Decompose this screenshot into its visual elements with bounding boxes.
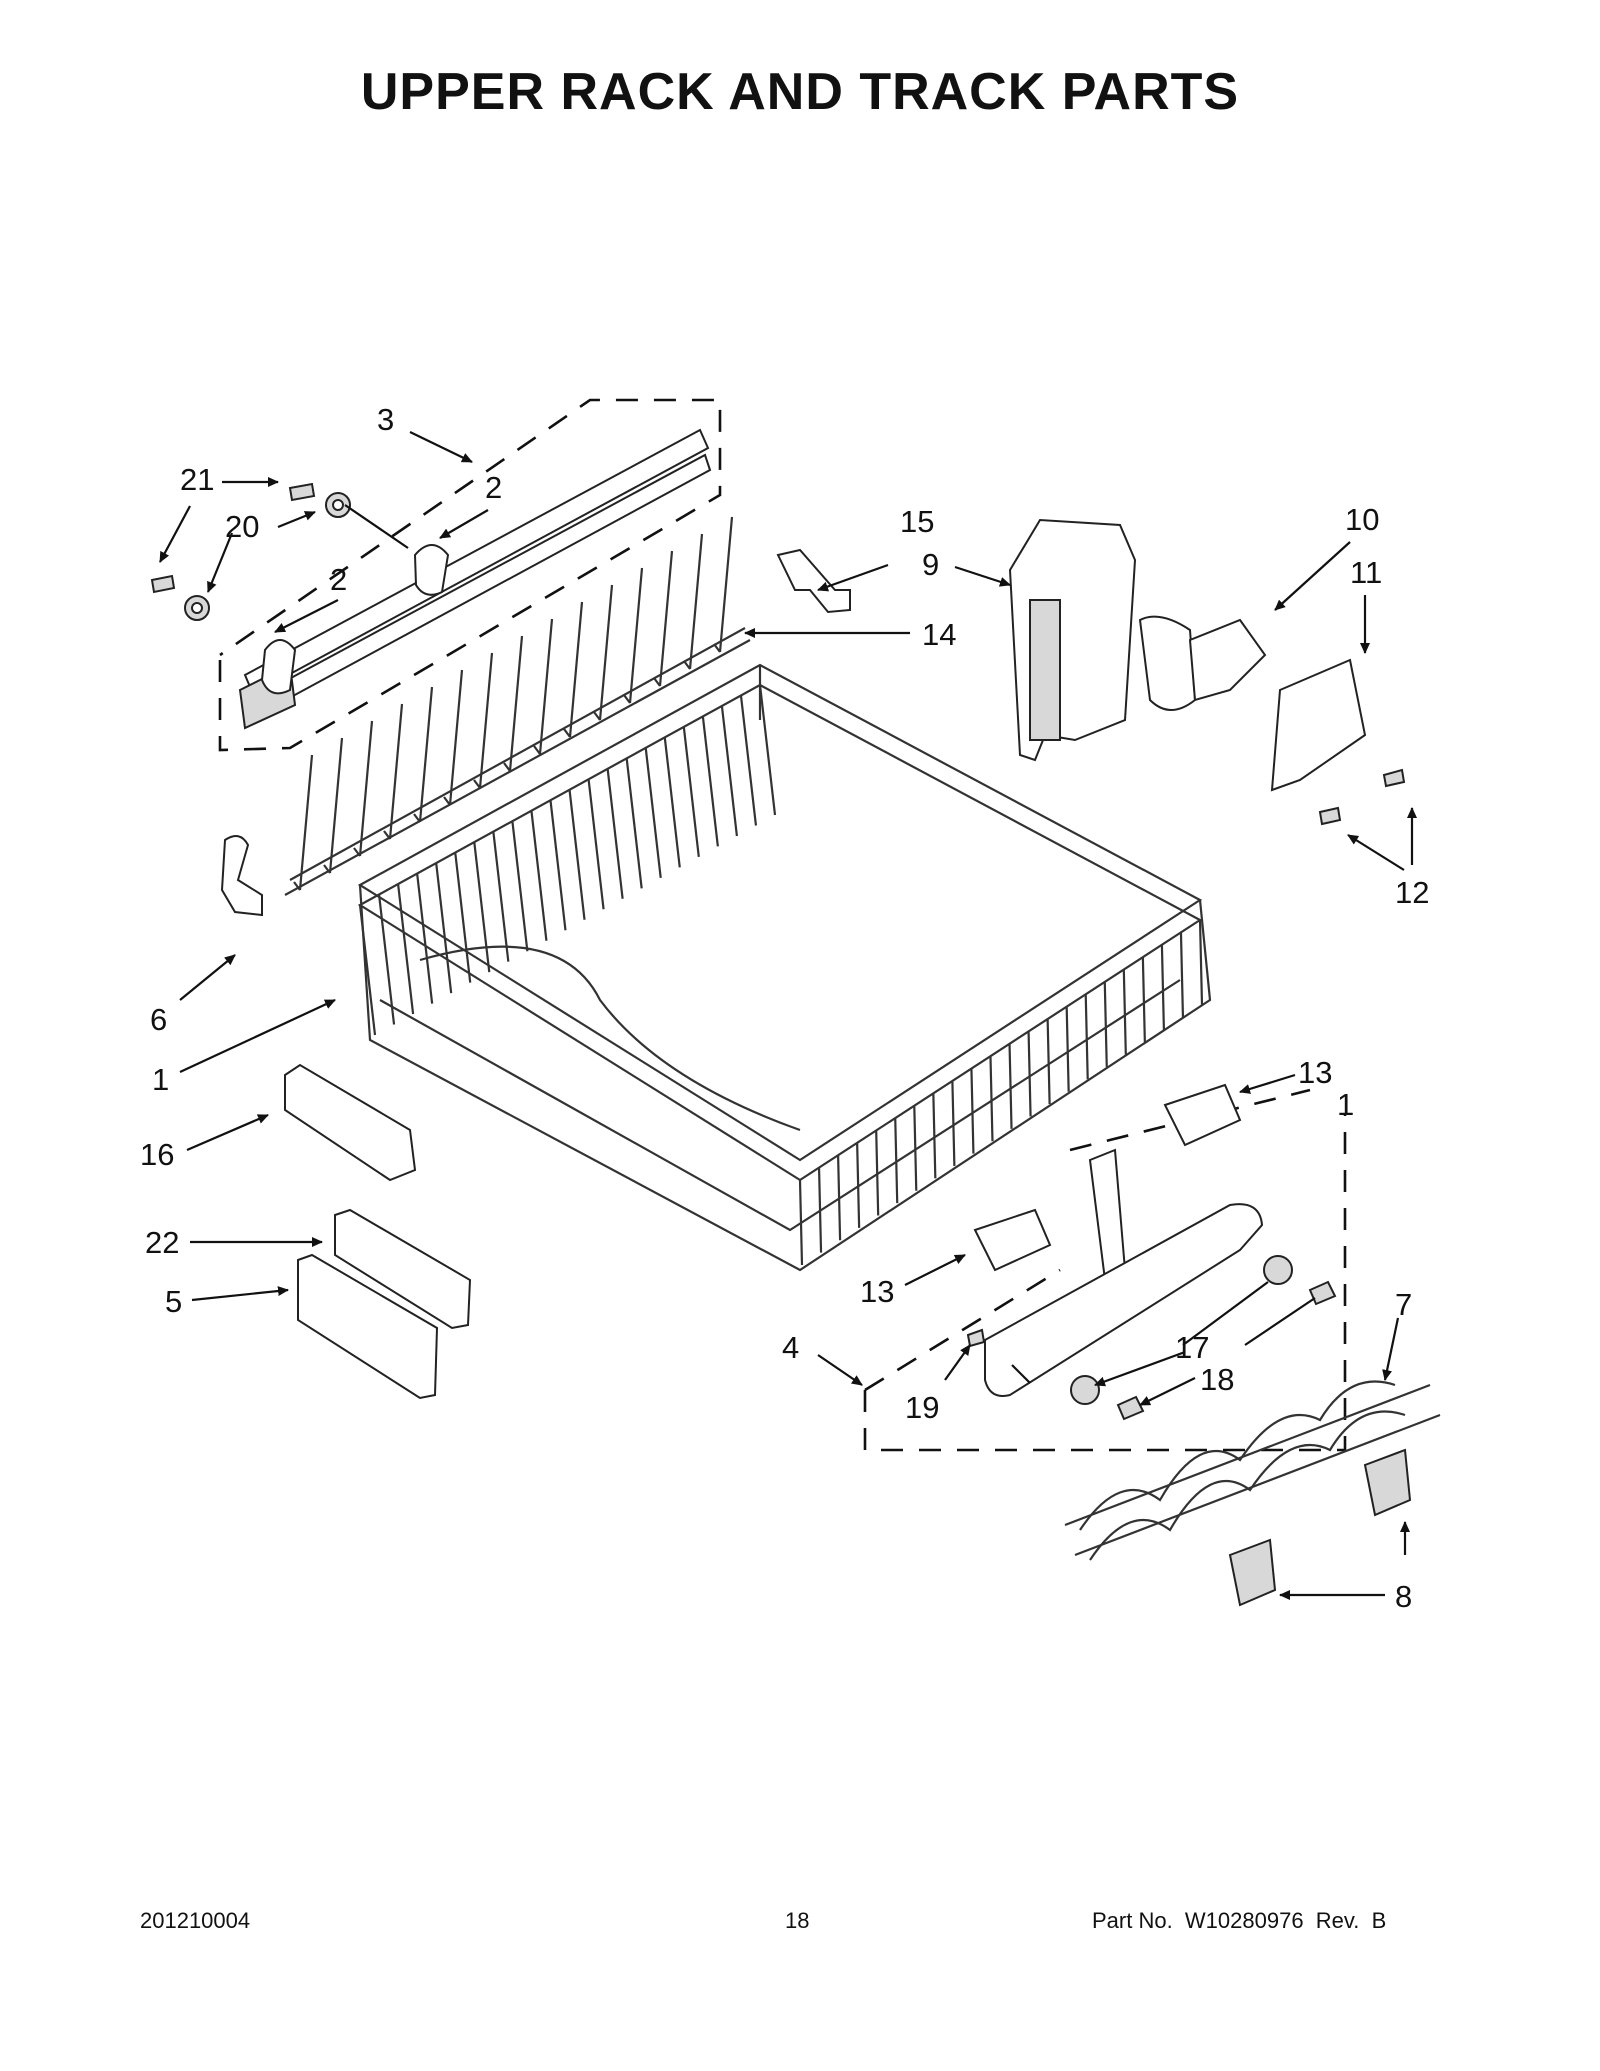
callout-2-lower: 2 <box>330 562 347 597</box>
callout-11: 11 <box>1350 555 1382 590</box>
callout-15: 15 <box>900 504 934 539</box>
lower-track-assembly-outline <box>863 1088 1347 1452</box>
callout-22: 22 <box>145 1225 179 1260</box>
footer-document-number: 201210004 <box>140 1908 251 1933</box>
leader-lines <box>159 431 1417 1600</box>
glide-part-13-upper <box>1163 1083 1242 1147</box>
callout-5: 5 <box>165 1284 182 1319</box>
glide-part-13-lower <box>973 1208 1052 1272</box>
footer-page-number: 18 <box>785 1908 810 1933</box>
rack-adjuster-parts <box>1008 518 1406 826</box>
callout-6: 6 <box>150 1002 167 1037</box>
callout-2-upper: 2 <box>485 470 502 505</box>
callout-9: 9 <box>922 547 939 582</box>
screw-and-washer-parts <box>150 482 351 621</box>
callout-18: 18 <box>1200 1362 1234 1397</box>
page-title: UPPER RACK AND TRACK PARTS <box>360 63 1240 121</box>
cup-shelf-part-7 <box>1064 1380 1441 1607</box>
callout-4: 4 <box>782 1330 799 1365</box>
track-assembly-outline <box>218 398 722 752</box>
part-5 <box>297 1253 439 1400</box>
callout-16: 16 <box>140 1137 174 1172</box>
callout-17: 17 <box>1175 1330 1209 1365</box>
part-6 <box>220 835 263 917</box>
callout-12: 12 <box>1395 875 1429 910</box>
callout-13-upper: 13 <box>1298 1055 1332 1090</box>
footer-part-number: Part No. W10280976 Rev. B <box>1092 1908 1387 1933</box>
callout-20: 20 <box>225 509 259 544</box>
part-16 <box>284 1063 417 1182</box>
callout-3: 3 <box>377 402 394 437</box>
part-22 <box>334 1208 472 1330</box>
tine-row <box>284 516 751 896</box>
callout-labels: 3 21 20 2 2 15 9 14 10 11 12 6 1 16 22 5… <box>140 402 1429 1614</box>
callout-21: 21 <box>180 462 214 497</box>
upper-rack-basket <box>357 663 1212 1272</box>
callout-1-left: 1 <box>152 1062 169 1097</box>
clip-part-15 <box>776 548 851 614</box>
callout-19: 19 <box>905 1390 939 1425</box>
callout-13-lower: 13 <box>860 1274 894 1309</box>
callout-14: 14 <box>922 617 956 652</box>
callout-7: 7 <box>1395 1287 1412 1322</box>
callout-8: 8 <box>1395 1579 1412 1614</box>
callout-1-right: 1 <box>1337 1087 1354 1122</box>
callout-10: 10 <box>1345 502 1379 537</box>
